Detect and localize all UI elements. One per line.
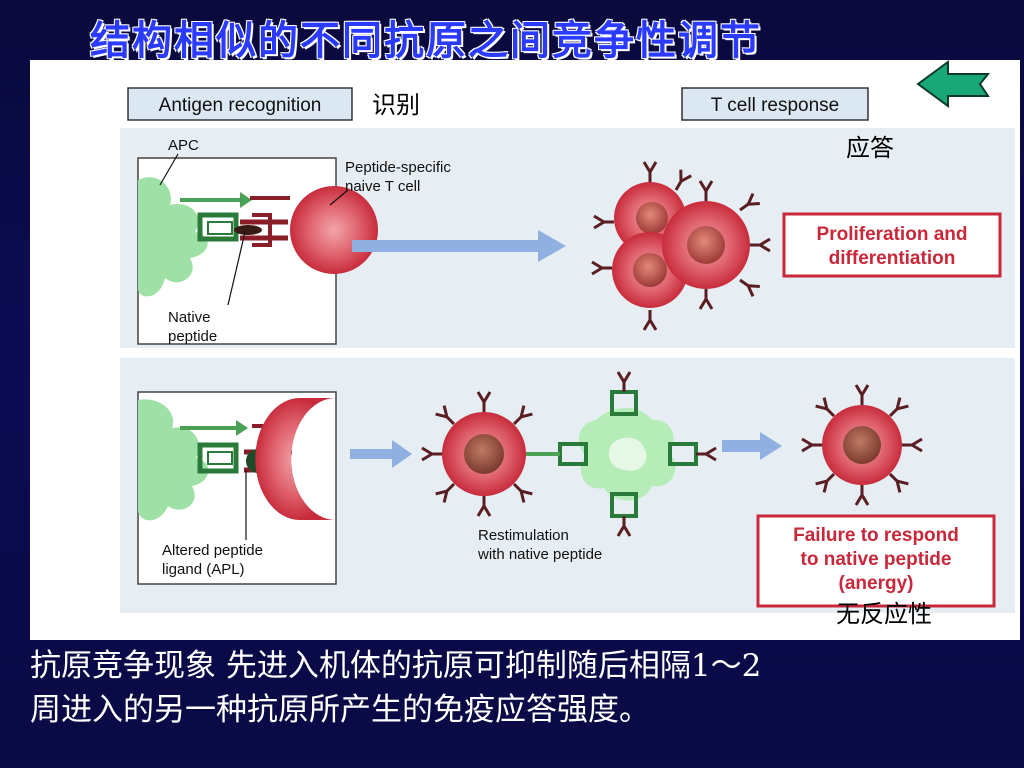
tcell-label-1: Peptide-specific bbox=[345, 159, 451, 176]
green-left-arrow-icon[interactable] bbox=[916, 60, 991, 108]
proliferation-label-1: Proliferation and bbox=[817, 224, 968, 245]
arrow-bottom-right bbox=[722, 432, 782, 460]
tcell-response-box bbox=[681, 87, 869, 121]
apl-label-2: ligand (APL) bbox=[162, 561, 245, 578]
restim-label-1: Restimulation bbox=[478, 527, 569, 544]
failure-label-1: Failure to respond bbox=[793, 525, 959, 546]
native-peptide-label-2: peptide bbox=[168, 328, 217, 345]
response-cn-label: 应答 bbox=[846, 134, 894, 162]
proliferating-cells bbox=[590, 160, 772, 332]
native-peptide-label-1: Native bbox=[168, 309, 211, 326]
apc-cell-bottom bbox=[138, 399, 209, 521]
apc-restimulation bbox=[526, 370, 718, 538]
apl-label-1: Altered peptide bbox=[162, 542, 263, 559]
naive-tcell-bottom bbox=[255, 398, 336, 520]
tcell-label-2: naive T cell bbox=[345, 178, 420, 195]
anergy-cn-label: 无反应性 bbox=[836, 600, 932, 628]
mhc-tcr-complex-top bbox=[180, 192, 290, 247]
restimulated-tcell bbox=[420, 390, 534, 518]
recognition-cn-label: 识别 bbox=[372, 91, 420, 119]
proliferation-box bbox=[782, 212, 1002, 278]
naive-tcell-top bbox=[290, 186, 378, 274]
proliferation-label-2: differentiation bbox=[829, 248, 956, 269]
slide-caption: 抗原竞争现象 先进入机体的抗原可抑制随后相隔1～2 周进入的另一种抗原所产生的免… bbox=[30, 644, 1000, 732]
caption-line-2: 周进入的另一种抗原所产生的免疫应答强度。 bbox=[30, 692, 650, 728]
apc-cell-top bbox=[138, 177, 208, 297]
caption-line-1: 抗原竞争现象 先进入机体的抗原可抑制随后相隔1～2 bbox=[30, 648, 762, 684]
failure-label-3: (anergy) bbox=[839, 573, 914, 594]
arrow-bottom-left bbox=[350, 440, 412, 468]
slide-title: 结构相似的不同抗原之间竞争性调节 bbox=[90, 17, 762, 64]
antigen-recognition-label: Antigen recognition bbox=[159, 95, 322, 116]
failure-label-2: to native peptide bbox=[801, 549, 952, 570]
arrow-top bbox=[352, 230, 566, 262]
tcell-response-label: T cell response bbox=[711, 95, 840, 116]
apc-label: APC bbox=[168, 137, 199, 154]
failure-box bbox=[756, 514, 996, 608]
antigen-recognition-box bbox=[127, 87, 353, 121]
anergic-tcell bbox=[800, 383, 924, 507]
restim-label-2: with native peptide bbox=[477, 546, 602, 563]
